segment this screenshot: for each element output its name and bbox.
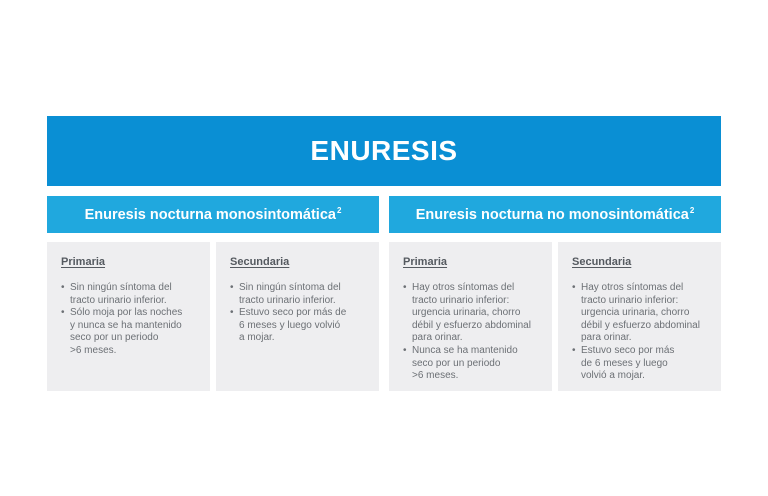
bullet-dot: • [230, 307, 234, 319]
bullet-dot: • [61, 307, 65, 319]
bullet-item: • Sólo moja por las noches y nunca se ha … [61, 307, 198, 357]
card-non-mono-primary: Primaria • Hay otros síntomas del tracto … [389, 242, 552, 391]
footnote-marker: 2 [336, 206, 342, 216]
bullet-list: • Hay otros síntomas del tracto urinario … [572, 282, 709, 383]
bullet-list: • Sin ningún síntoma del tracto urinario … [230, 282, 367, 345]
bullet-text: Sólo moja por las noches y nunca se ha m… [70, 307, 183, 356]
bullet-text: Hay otros síntomas del tracto urinario i… [412, 282, 531, 344]
footnote-marker: 2 [689, 206, 695, 216]
title-banner: ENURESIS [47, 116, 721, 186]
bullet-list: • Sin ningún síntoma del tracto urinario … [61, 282, 198, 358]
group-header-monosymptomatic: Enuresis nocturna monosintomática2 [47, 196, 379, 233]
group-header-text: Enuresis nocturna monosintomática [84, 206, 336, 223]
bullet-dot: • [572, 344, 576, 356]
diagram-title: ENURESIS [310, 135, 458, 166]
card-heading: Secundaria [230, 256, 290, 268]
bullet-item: • Sin ningún síntoma del tracto urinario … [230, 282, 367, 307]
bullet-item: • Estuvo seco por más de 6 meses y luego … [230, 307, 367, 345]
bullet-dot: • [230, 282, 234, 293]
group-header-label: Enuresis nocturna monosintomática2 [85, 206, 342, 223]
bullet-dot: • [61, 282, 65, 293]
bullet-item: • Hay otros síntomas del tracto urinario … [572, 282, 709, 345]
card-mono-primary: Primaria • Sin ningún síntoma del tracto … [47, 242, 210, 391]
bullet-dot: • [572, 282, 576, 293]
bullet-item: • Nunca se ha mantenido seco por un perio… [403, 345, 540, 383]
card-heading: Primaria [403, 256, 448, 268]
bullet-text: Sin ningún síntoma del tracto urinario i… [239, 282, 341, 306]
bullet-item: • Hay otros síntomas del tracto urinario … [403, 282, 540, 345]
bullet-item: • Sin ningún síntoma del tracto urinario … [61, 282, 198, 307]
bullet-dot: • [403, 282, 407, 293]
card-non-mono-secondary: Secundaria • Hay otros síntomas del tract… [558, 242, 721, 391]
card-heading: Secundaria [572, 256, 632, 268]
group-header-non-monosymptomatic: Enuresis nocturna no monosintomática2 [389, 196, 721, 233]
bullet-item: • Estuvo seco por más de 6 meses y luego … [572, 345, 709, 383]
bullet-list: • Hay otros síntomas del tracto urinario … [403, 282, 540, 383]
card-mono-secondary: Secundaria • Sin ningún síntoma del tract… [216, 242, 379, 391]
group-header-text: Enuresis nocturna no monosintomática [415, 206, 689, 223]
group-header-label: Enuresis nocturna no monosintomática2 [416, 206, 695, 223]
bullet-text: Hay otros síntomas del tracto urinario i… [581, 282, 700, 344]
card-heading: Primaria [61, 256, 106, 268]
bullet-text: Nunca se ha mantenido seco por un period… [412, 344, 518, 382]
bullet-text: Estuvo seco por más de 6 meses y luego v… [581, 344, 675, 382]
bullet-dot: • [403, 344, 407, 356]
bullet-text: Sin ningún síntoma del tracto urinario i… [70, 282, 172, 306]
bullet-text: Estuvo seco por más de 6 meses y luego v… [239, 307, 347, 344]
